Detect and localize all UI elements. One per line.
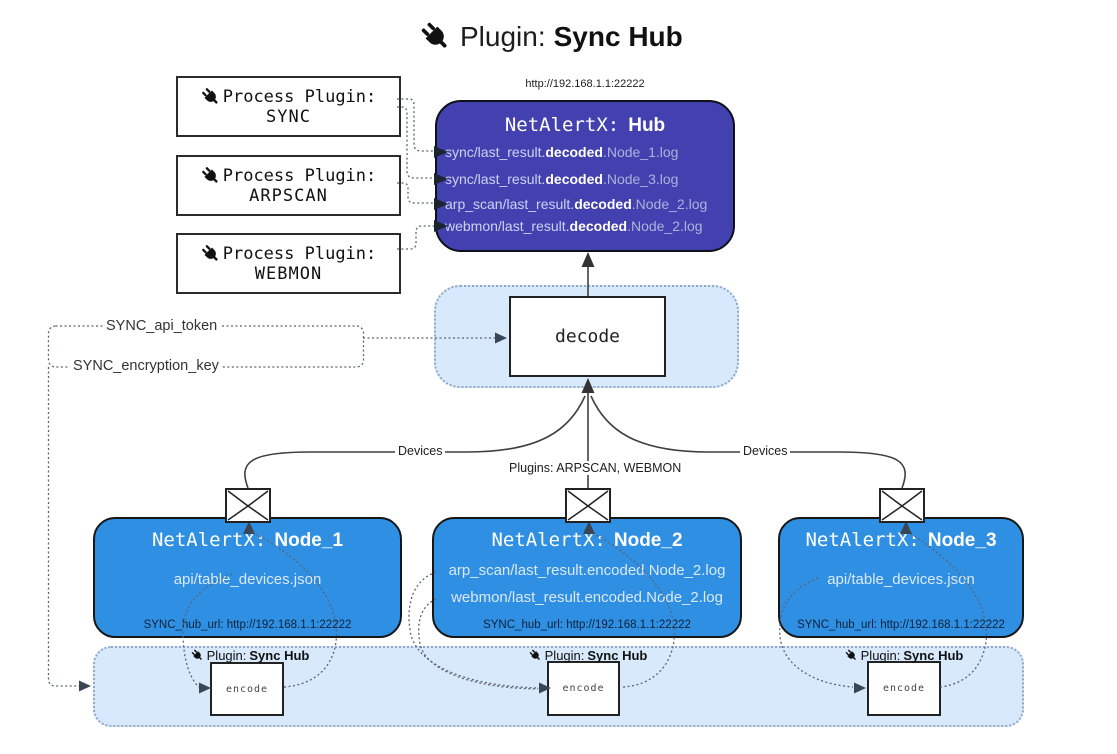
encoder-label-1: Plugin:Sync Hub	[165, 648, 335, 663]
node-title-prefix: NetAlertX:	[151, 529, 267, 551]
edge-label-devices-right: Devices	[740, 444, 791, 458]
encode-box-3: encode	[867, 661, 941, 716]
node-title-name: Node_3	[927, 530, 997, 551]
process-plugin-box-webmon: Process Plugin: WEBMON	[176, 233, 401, 294]
node-box-1: NetAlertX: Node_1 api/table_devices.json…	[93, 517, 402, 638]
edge-label-devices-left: Devices	[395, 444, 446, 458]
node-title-name: Node_2	[613, 530, 683, 551]
arrowhead-into-panel-left	[79, 680, 91, 692]
node-file-line: webmon/last_result.encoded.Node_2.log	[451, 589, 723, 606]
node-box-2: NetAlertX: Node_2 arp_scan/last_result.e…	[432, 517, 742, 638]
hub-title-prefix: NetAlertX:	[504, 114, 620, 136]
node-box-3: NetAlertX: Node_3 api/table_devices.json…	[778, 517, 1024, 638]
process-plugin-name: ARPSCAN	[249, 185, 328, 206]
edge-arpscan-to-hub	[397, 182, 434, 204]
node-hub-url: SYNC_hub_url: http://192.168.1.1:22222	[797, 619, 1005, 631]
plug-icon	[420, 21, 452, 53]
node-hub-url: SYNC_hub_url: http://192.168.1.1:22222	[143, 619, 352, 631]
encoder-label-2: Plugin:Sync Hub	[503, 648, 673, 663]
edge-label-plugins-mid: Plugins: ARPSCAN, WEBMON	[506, 461, 685, 475]
edge-key-to-panel	[47, 367, 80, 687]
node-file-line: api/table_devices.json	[173, 571, 322, 588]
plug-icon	[201, 87, 221, 107]
title-prefix: Plugin:	[460, 21, 546, 52]
hub-title-name: Hub	[628, 115, 666, 136]
process-plugin-name: SYNC	[266, 106, 311, 127]
page-title: Plugin: Sync Hub	[420, 16, 780, 58]
plug-icon	[529, 649, 542, 662]
process-plugin-box-arpscan: Process Plugin: ARPSCAN	[176, 155, 401, 216]
plug-icon	[845, 649, 858, 662]
encoder-label-3: Plugin:Sync Hub	[819, 648, 989, 663]
hub-title: NetAlertX: Hub	[437, 114, 733, 137]
process-plugin-box-sync: Process Plugin: SYNC	[176, 76, 401, 137]
hub-log-line: sync/last_result.decoded.Node_3.log	[445, 171, 679, 187]
edge-webmon-to-hub	[397, 225, 434, 250]
edge-sync-to-hub-2	[397, 106, 434, 179]
arrowhead-into-hub	[581, 252, 595, 267]
edge-sync-to-hub-1	[397, 98, 434, 152]
node-file-line: arp_scan/last_result.encoded.Node_2.log	[448, 562, 726, 579]
hub-url: http://192.168.1.1:22222	[525, 78, 645, 90]
decode-box: decode	[509, 296, 666, 377]
node-file-line: api/table_devices.json	[827, 571, 975, 588]
node-title-prefix: NetAlertX:	[491, 529, 606, 551]
process-plugin-label: Process Plugin:	[222, 243, 377, 264]
encode-box-1: encode	[210, 662, 284, 716]
encode-box-2: encode	[547, 661, 620, 716]
node-title-prefix: NetAlertX:	[805, 529, 920, 551]
node-hub-url: SYNC_hub_url: http://192.168.1.1:22222	[483, 619, 691, 631]
plug-icon	[201, 244, 221, 264]
hub-box: NetAlertX: Hub sync/last_result.decoded.…	[435, 100, 735, 252]
hub-log-line: webmon/last_result.decoded.Node_2.log	[445, 218, 703, 234]
process-plugin-name: WEBMON	[254, 263, 323, 284]
hub-log-line: sync/last_result.decoded.Node_1.log	[445, 144, 679, 160]
process-plugin-label: Process Plugin:	[222, 165, 377, 186]
plug-icon	[191, 649, 204, 662]
hub-log-line: arp_scan/last_result.decoded.Node_2.log	[445, 196, 708, 212]
node-title-name: Node_1	[274, 530, 344, 551]
plug-icon	[201, 166, 221, 186]
sync-api-token-label: SYNC_api_token	[103, 318, 221, 334]
title-name: Sync Hub	[553, 21, 683, 52]
sync-encryption-key-label: SYNC_encryption_key	[70, 358, 222, 374]
process-plugin-label: Process Plugin:	[222, 86, 377, 107]
